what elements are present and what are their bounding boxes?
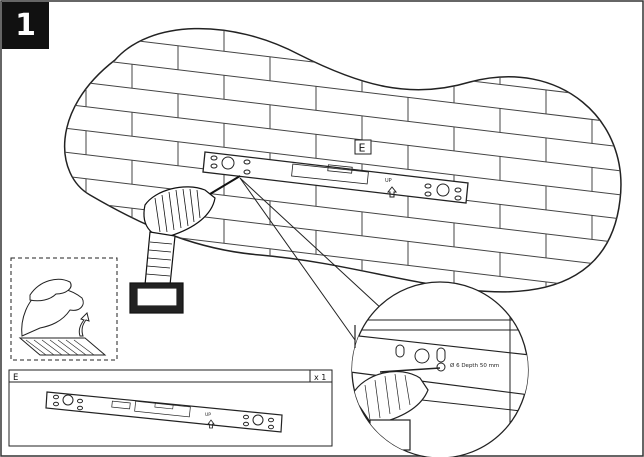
zoom-detail-circle: Ø 6 Depth 50 mm: [351, 281, 529, 457]
bracket-callout: E: [354, 139, 372, 155]
zoom-leader-top: [239, 177, 384, 311]
brick-course-line: [64, 124, 621, 198]
part-bracket: [45, 391, 283, 433]
parts-panel: E x 1 UP: [8, 369, 333, 447]
brick-course-line: [64, 52, 621, 126]
brick-course-line: [64, 100, 621, 174]
brick-course-line: [64, 196, 621, 270]
brick-wall: [63, 27, 622, 293]
step-number-badge: 1: [2, 2, 49, 49]
up-arrow-icon: [207, 419, 215, 429]
drill-depth-note: Ø 6 Depth 50 mm: [450, 362, 499, 369]
brick-course-line: [64, 172, 621, 246]
zoom-leader-bottom: [239, 177, 356, 341]
part-bracket-up-label: UP: [205, 412, 211, 418]
bracket-up-label: UP: [385, 178, 392, 184]
wall-bracket: UP: [202, 151, 469, 204]
peel-adhesive-icon: [18, 278, 107, 356]
up-arrow-icon: [78, 312, 90, 337]
parts-panel-quantity: x 1: [314, 373, 326, 382]
parts-panel-id: E: [13, 373, 18, 383]
bracket-callout-label: E: [359, 142, 366, 155]
peel-adhesive-inset: [10, 257, 118, 361]
brick-course-line: [64, 76, 621, 150]
up-arrow-icon: [386, 186, 398, 198]
drill-icon: [129, 175, 241, 314]
